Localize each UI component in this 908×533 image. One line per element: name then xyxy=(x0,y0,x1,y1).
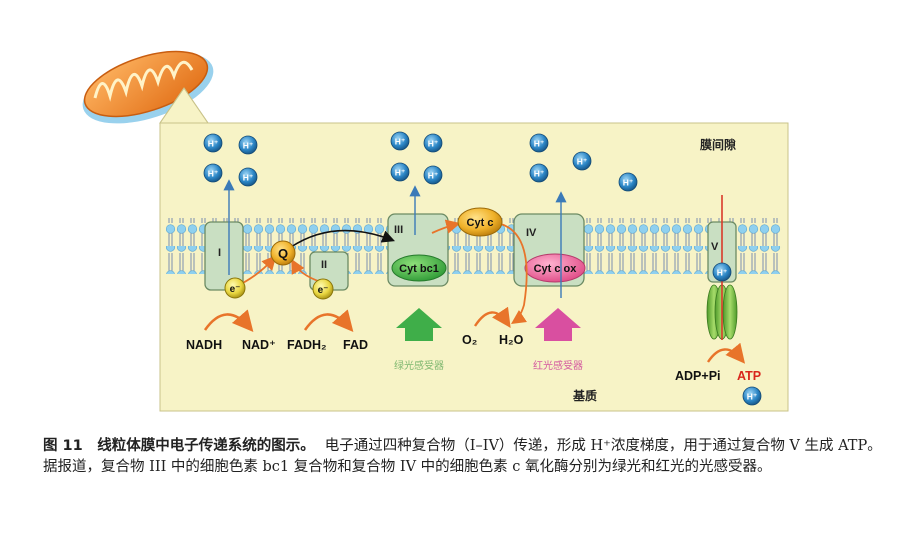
proton-label: H⁺ xyxy=(747,392,758,402)
cytc-carrier: Cyt c xyxy=(457,207,503,237)
electron-path-q-to-iii xyxy=(290,229,395,248)
proton-icon: H⁺ xyxy=(618,172,638,192)
electron-complex-ii: e⁻ xyxy=(312,278,334,300)
proton-icon: H⁺ xyxy=(238,135,258,155)
red-light-arrow: 红光感受器 xyxy=(533,308,583,372)
adp-pi-label: ADP+Pi xyxy=(675,369,721,383)
proton-label: H⁺ xyxy=(534,139,545,149)
intermembrane-space-label: 膜间隙 xyxy=(700,137,736,152)
proton-icon: H⁺ xyxy=(238,167,258,187)
atp-label: ATP xyxy=(737,369,761,383)
proton-label: H⁺ xyxy=(623,178,634,188)
adp-conversion-arrow xyxy=(707,342,746,364)
cytc-label: Cyt c xyxy=(467,217,494,229)
proton-icon: H⁺ xyxy=(423,133,443,153)
proton-icon: H⁺ xyxy=(529,133,549,153)
proton-label: H⁺ xyxy=(208,169,219,179)
proton-label: H⁺ xyxy=(717,268,728,278)
cyt-bc1-oval xyxy=(391,254,447,282)
o2-label: O₂ xyxy=(462,333,477,347)
proton-icon: H⁺ xyxy=(423,165,443,185)
proton-label: H⁺ xyxy=(395,168,406,178)
green-light-arrow: 绿光感受器 xyxy=(394,308,444,372)
cyt-c-ox-label: Cyt c ox xyxy=(534,263,578,275)
complex-i-label: I xyxy=(218,247,221,259)
electron-path-cytc-to-o2 xyxy=(500,223,528,324)
q-label: Q xyxy=(278,246,288,261)
proton-icon: H⁺ xyxy=(390,162,410,182)
matrix-label: 基质 xyxy=(572,388,597,403)
o2-conversion-arrow xyxy=(473,306,511,328)
nad-label: NAD⁺ xyxy=(242,338,276,352)
complex-i: I xyxy=(204,221,244,291)
complex-ii-label: II xyxy=(321,259,327,271)
proton-label: H⁺ xyxy=(243,173,254,183)
caption-title: 图 11 线粒体膜中电子传递系统的图示。 xyxy=(43,438,315,454)
electron-transport-diagram: 膜间隙 基质 I II III Cyt bc1 IV Cyt c ox V xyxy=(82,50,789,412)
proton-label: H⁺ xyxy=(395,137,406,147)
proton-label: H⁺ xyxy=(534,169,545,179)
proton-pump-arrows xyxy=(223,179,567,298)
proton-icon: H⁺ xyxy=(742,386,762,406)
electron-complex-i: e⁻ xyxy=(224,277,246,299)
proton-icon: H⁺ xyxy=(712,262,732,282)
q-carrier: Q xyxy=(270,240,296,266)
proton-label: H⁺ xyxy=(428,139,439,149)
proton-icon: H⁺ xyxy=(203,133,223,153)
proton-label: H⁺ xyxy=(208,139,219,149)
proton-icon: H⁺ xyxy=(390,131,410,151)
green-photoreceptor-label: 绿光感受器 xyxy=(394,359,444,372)
nadh-label: NADH xyxy=(186,338,222,352)
electron-label-i: e⁻ xyxy=(230,284,241,295)
complex-iv: IV Cyt c ox xyxy=(513,213,586,287)
complex-v-label: V xyxy=(711,241,719,253)
fadh2-label: FADH₂ xyxy=(287,338,327,352)
proton-label: H⁺ xyxy=(577,157,588,167)
proton-icon: H⁺ xyxy=(529,163,549,183)
fadh2-conversion-arrow xyxy=(303,309,354,332)
electron-label-ii: e⁻ xyxy=(318,285,329,296)
complex-iv-label: IV xyxy=(526,227,537,239)
complex-iii: III Cyt bc1 xyxy=(387,213,449,287)
cyt-bc1-label: Cyt bc1 xyxy=(399,263,439,275)
proton-label: H⁺ xyxy=(428,171,439,181)
figure-caption: 图 11 线粒体膜中电子传递系统的图示。电子通过四种复合物（I–IV）传递，形成… xyxy=(43,436,883,478)
fad-label: FAD xyxy=(343,338,368,352)
proton-label: H⁺ xyxy=(243,141,254,151)
electron-path-iii-to-cytc xyxy=(431,219,461,234)
proton-icon: H⁺ xyxy=(572,151,592,171)
h2o-label: H₂O xyxy=(499,333,524,347)
caption-body: 电子通过四种复合物（I–IV）传递，形成 H⁺浓度梯度，用于通过复合物 V 生成… xyxy=(43,438,882,475)
red-photoreceptor-label: 红光感受器 xyxy=(533,359,583,372)
cyt-c-ox-oval xyxy=(524,253,586,283)
complex-iii-label: III xyxy=(394,224,403,236)
nadh-conversion-arrow xyxy=(203,309,254,332)
proton-icon: H⁺ xyxy=(203,163,223,183)
